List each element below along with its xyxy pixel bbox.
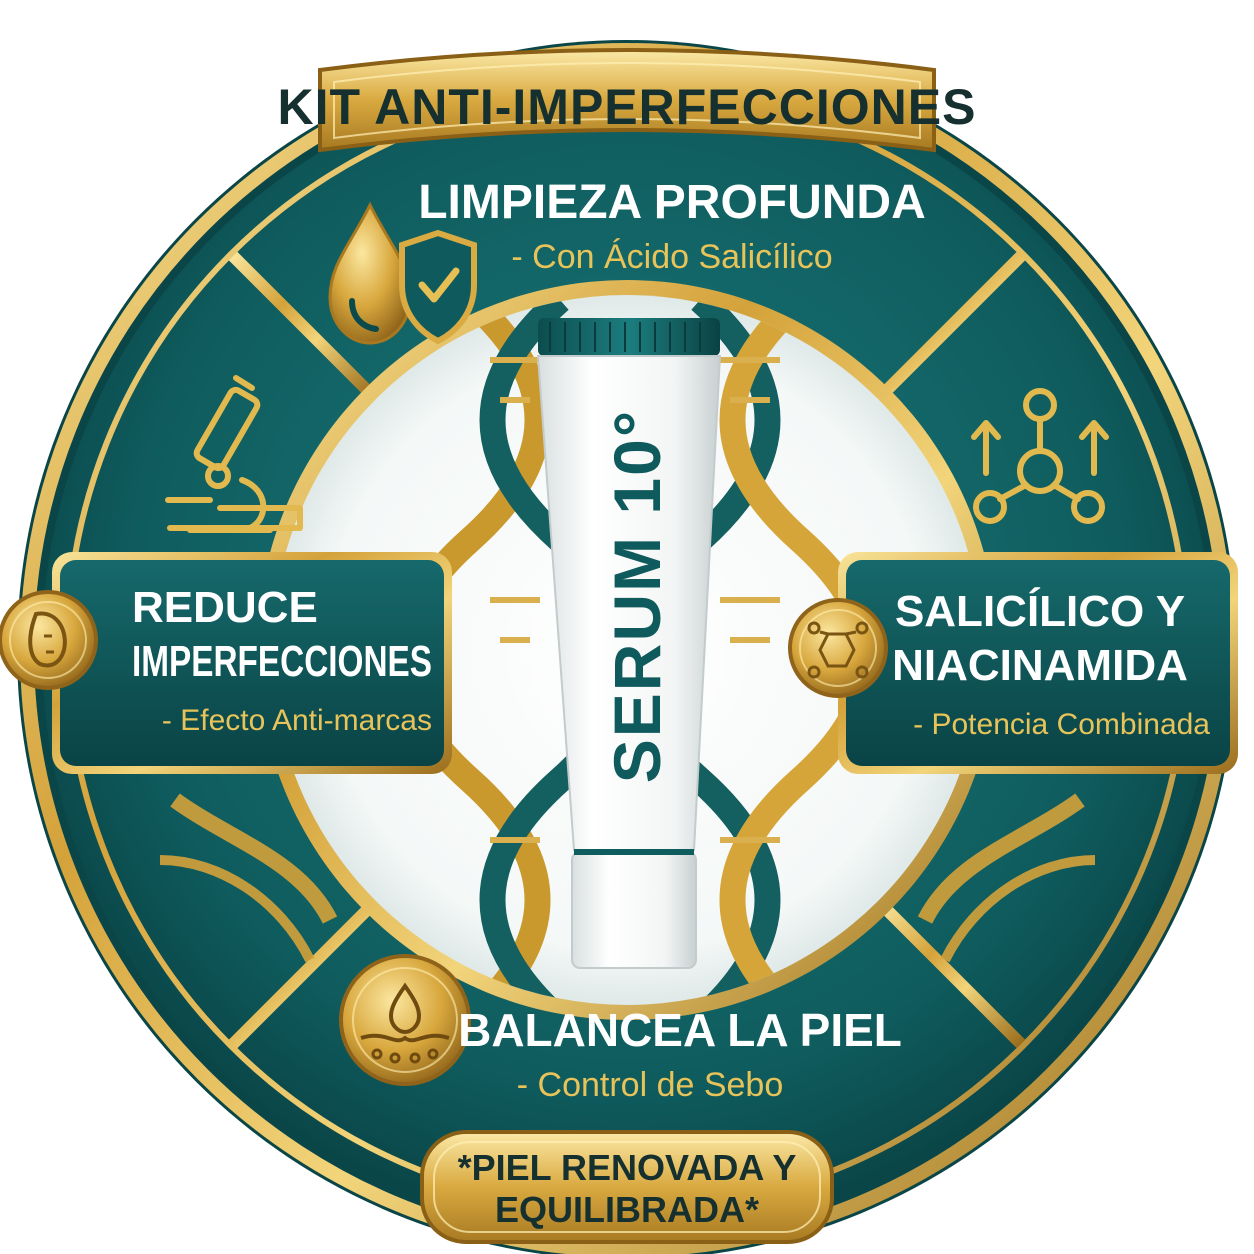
top-banner: KIT ANTI-IMPERFECCIONES	[278, 48, 977, 153]
serum-tube: SERUM 10°	[536, 318, 722, 969]
side-dna-decor	[159, 793, 1096, 963]
segment-dividers	[228, 251, 1026, 1049]
section-bottom: BALANCEA LA PIEL - Control de Sebo	[339, 954, 902, 1104]
molecule-icon	[788, 598, 888, 698]
section-right-heading-1: SALICÍLICO Y	[895, 586, 1185, 636]
bottom-banner: *PIEL RENOVADA Y EQUILIBRADA*	[420, 1130, 834, 1244]
section-left-heading-1: REDUCE	[132, 583, 318, 632]
bottom-banner-line-1: *PIEL RENOVADA Y	[458, 1147, 797, 1188]
section-bottom-subtitle: - Control de Sebo	[517, 1066, 784, 1104]
face-icon	[0, 590, 98, 690]
section-bottom-heading: BALANCEA LA PIEL	[458, 1004, 902, 1056]
section-top-heading: LIMPIEZA PROFUNDA	[418, 176, 926, 229]
section-right-subtitle: - Potencia Combinada	[913, 708, 1210, 741]
section-left: REDUCE IMPERFECCIONES - Efecto Anti-marc…	[0, 552, 452, 774]
section-right: SALICÍLICO Y NIACINAMIDA - Potencia Comb…	[788, 552, 1238, 774]
skin-drop-icon	[339, 954, 471, 1086]
microscope-icon	[165, 375, 303, 533]
section-top-subtitle: - Con Ácido Salicílico	[511, 238, 832, 276]
molecule-arrows-icon	[971, 388, 1109, 524]
product-label: SERUM 10°	[600, 409, 674, 784]
drop-shield-icon	[328, 201, 477, 345]
section-left-subtitle: - Efecto Anti-marcas	[162, 704, 432, 737]
section-right-heading-2: NIACINAMIDA	[892, 641, 1188, 690]
banner-title: KIT ANTI-IMPERFECCIONES	[278, 79, 977, 135]
section-top: LIMPIEZA PROFUNDA - Con Ácido Salicílico	[328, 176, 926, 345]
section-left-heading-2: IMPERFECCIONES	[132, 637, 432, 686]
bottom-banner-line-2: EQUILIBRADA*	[495, 1189, 759, 1230]
